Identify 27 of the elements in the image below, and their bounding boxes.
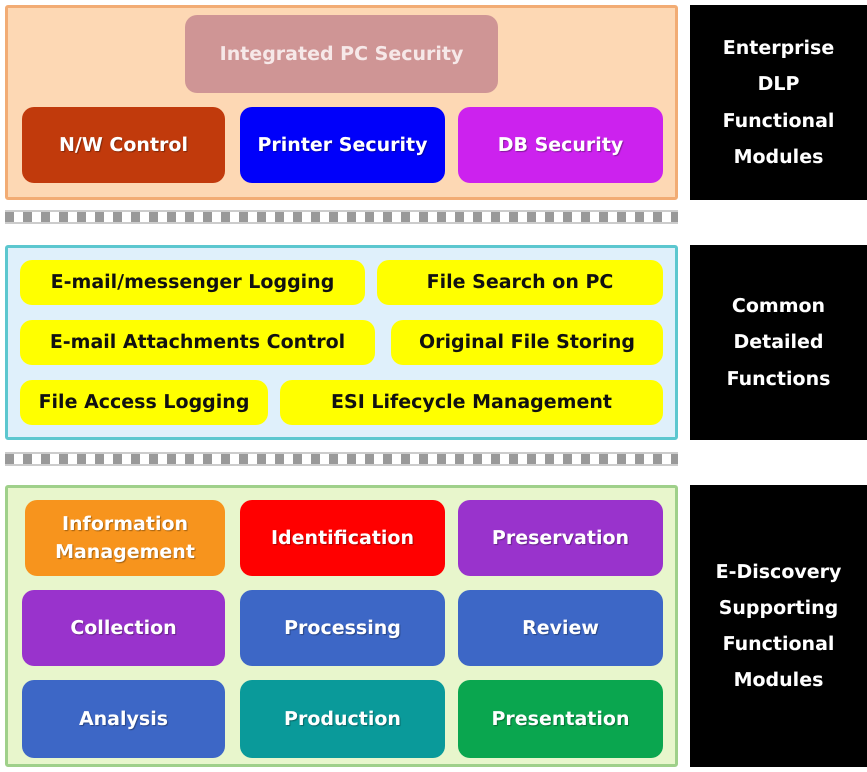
module-box: Analysis (22, 680, 225, 758)
module-box: Integrated PC Security (185, 15, 498, 93)
layer-panel (5, 245, 678, 440)
layer-title: E-Discovery Supporting Functional Modules (690, 485, 867, 767)
module-box: File Access Logging (20, 380, 268, 425)
layer-panel (5, 5, 678, 200)
layer-title: Common Detailed Functions (690, 245, 867, 440)
module-box: DB Security (458, 107, 663, 183)
module-box: N/W Control (22, 107, 225, 183)
layer-panel (5, 485, 678, 767)
layer-title: Enterprise DLP Functional Modules (690, 5, 867, 200)
module-box: Presentation (458, 680, 663, 758)
module-box: E-mail Attachments Control (20, 320, 375, 365)
module-box: Review (458, 590, 663, 666)
separator-bar (5, 452, 678, 466)
module-box: Preservation (458, 500, 663, 576)
module-box: Processing (240, 590, 445, 666)
module-box: Collection (22, 590, 225, 666)
module-box: ESI Lifecycle Management (280, 380, 663, 425)
module-box: Production (240, 680, 445, 758)
module-box: File Search on PC (377, 260, 663, 305)
separator-bar (5, 210, 678, 224)
module-box: Original File Storing (391, 320, 663, 365)
module-box: E-mail/messenger Logging (20, 260, 365, 305)
module-box: Printer Security (240, 107, 445, 183)
module-box: Identification (240, 500, 445, 576)
module-box: Information Management (25, 500, 225, 576)
